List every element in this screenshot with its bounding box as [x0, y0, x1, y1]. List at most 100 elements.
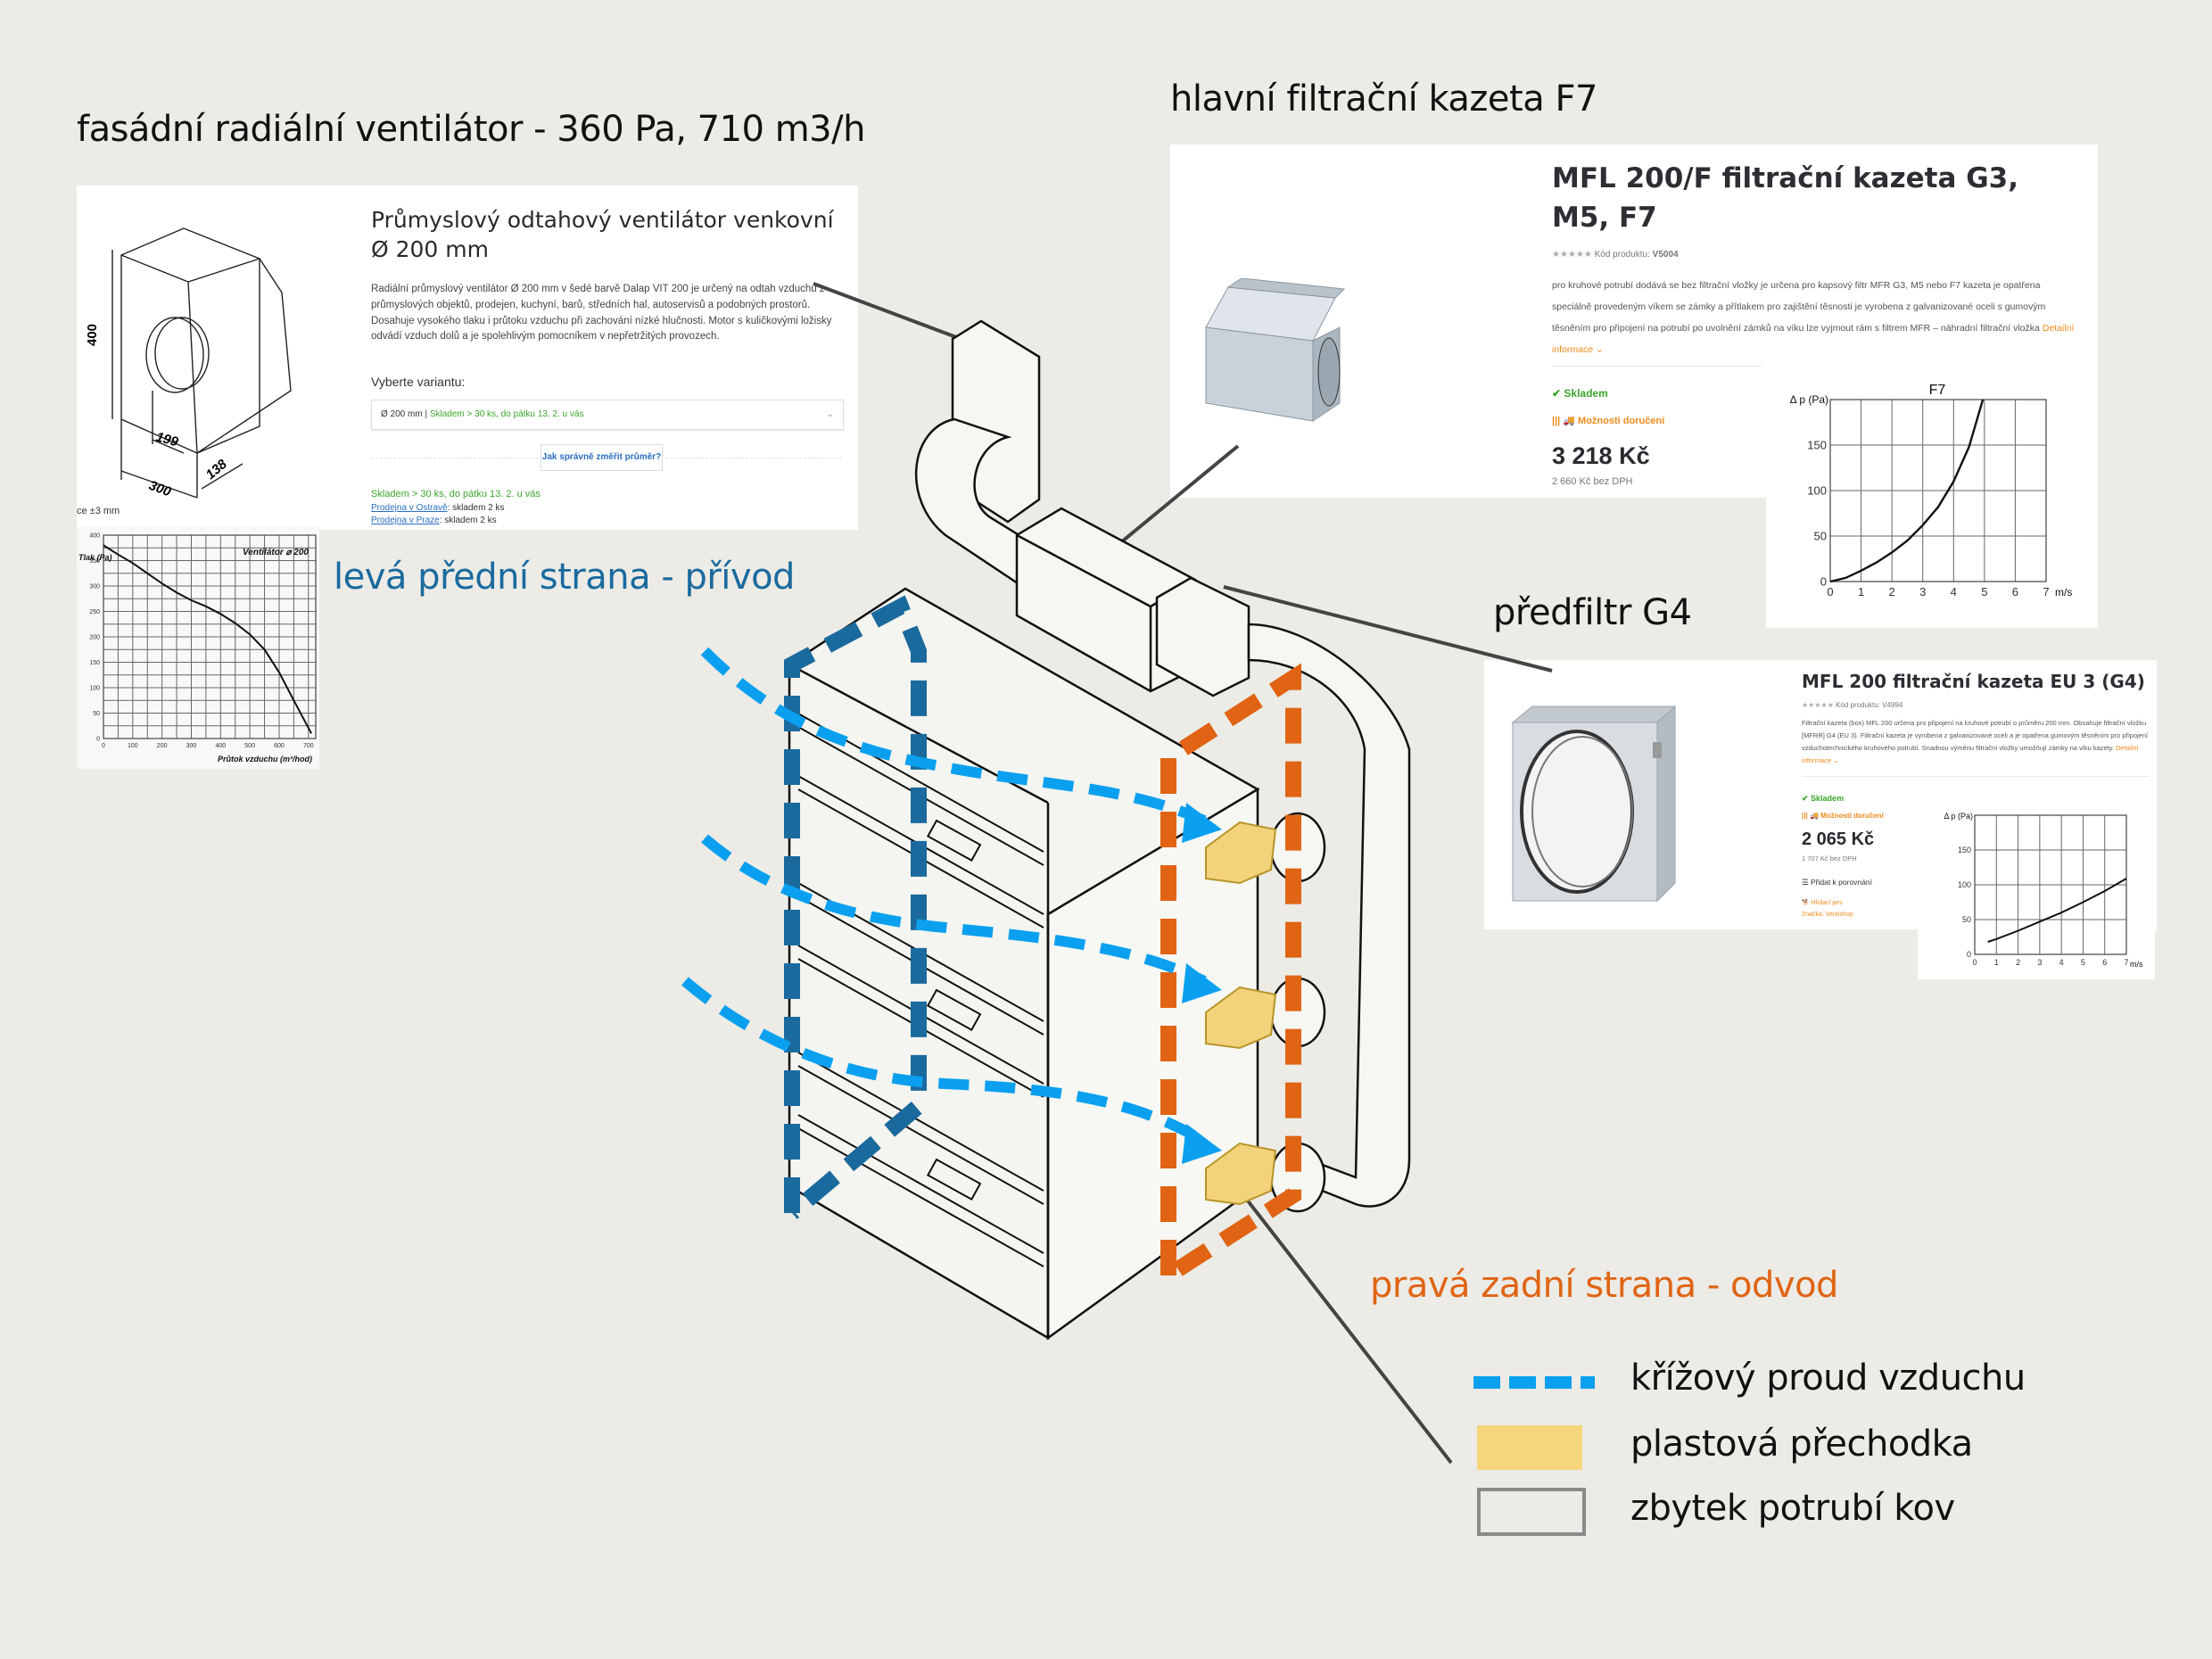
variant-select[interactable]: Ø 200 mm | Skladem > 30 ks, do pátku 13.… — [371, 400, 844, 430]
legend-grey-swatch — [1477, 1488, 1586, 1536]
legend-yellow-swatch — [1477, 1425, 1582, 1470]
y-tick-label: 250 — [89, 609, 100, 615]
y-axis-label: Δ p (Pa) — [1790, 393, 1828, 406]
left-side-label: levá přední strana - přívod — [334, 557, 795, 598]
chevron-down-icon: ⌄ — [826, 409, 834, 419]
y-tick-label: 100 — [1958, 880, 1971, 889]
fan-product-title: Průmyslový odtahový ventilátor venkovní … — [371, 207, 834, 262]
x-tick-label: 700 — [303, 743, 314, 749]
y-axis-label: Δ p (Pa) — [1944, 812, 1973, 821]
x-tick-label: 3 — [2037, 958, 2042, 967]
arrowhead-icon — [1182, 1124, 1222, 1164]
measure-diameter-button[interactable]: Jak správně změřit průměr? — [541, 444, 663, 471]
supply-side-outline — [784, 595, 927, 1219]
x-tick-label: 3 — [1919, 585, 1926, 598]
check-icon: ✔ — [1552, 387, 1564, 400]
g4-price: 2 065 Kč — [1802, 830, 1875, 849]
cabinet-drawing — [788, 587, 1260, 1341]
f7-price-ex-vat: 2 660 Kč bez DPH — [1552, 476, 1633, 487]
x-tick-label: 2 — [1889, 585, 1895, 598]
airflow-arrow-2 — [701, 834, 1207, 986]
plot-frame — [1829, 399, 2047, 582]
x-tick-label: 0 — [1827, 585, 1833, 598]
variant-label: Vyberte variantu: — [371, 375, 466, 389]
f7-product-title: MFL 200/F filtrační kazeta G3, M5, F7 — [1552, 162, 2018, 234]
x-tick-label: 400 — [215, 743, 226, 749]
y-tick-label: 150 — [89, 660, 100, 666]
x-tick-label: 600 — [274, 743, 285, 749]
f7-delivery-options[interactable]: ||| 🚚 Možnosti doručení — [1552, 416, 1665, 426]
x-tick-label: 6 — [2102, 958, 2107, 967]
dim-duct: 199 — [154, 429, 180, 450]
fan-dimension-drawing: 400 300 138 199 — [85, 227, 292, 500]
x-axis-label: m/s — [2055, 586, 2072, 598]
y-tick-label: 0 — [1820, 574, 1827, 588]
g4-prefilter-box — [1155, 576, 1250, 697]
airflow-arrows — [681, 647, 1208, 1147]
airflow-arrow-3 — [681, 977, 1208, 1147]
rating-stars-icon: ★★★★★ — [1552, 250, 1592, 260]
y-tick-label: 150 — [1958, 846, 1971, 854]
x-tick-label: 4 — [1951, 585, 1957, 598]
g4-delivery-options[interactable]: ||| 🚚 Možnosti doručení — [1802, 812, 1884, 820]
x-tick-label: 0 — [102, 743, 105, 749]
x-tick-label: 4 — [2059, 958, 2064, 967]
check-icon: ✔ — [1802, 794, 1812, 803]
g4-description: Filtrační kazeta (box) MFL 200 určena pr… — [1802, 719, 2149, 764]
g4-compare[interactable]: ☰ Přidat k porovnání — [1802, 878, 1872, 887]
arrowhead-icon — [1182, 963, 1222, 1003]
g4-product-card: MFL 200 filtrační kazeta EU 3 (G4) ★★★★★… — [1484, 660, 2157, 929]
exhaust-riser-duct — [1247, 623, 1411, 1208]
y-tick-label: 300 — [89, 583, 100, 590]
x-tick-label: 500 — [244, 743, 255, 749]
g4-rating-code: ★★★★★ Kód produktu: V4994 — [1802, 701, 1903, 709]
x-tick-label: 7 — [2124, 958, 2128, 967]
x-tick-label: 2 — [2016, 958, 2020, 967]
g4-details-link[interactable]: Detailní informace ⌄ — [1802, 744, 2139, 764]
x-tick-label: 1 — [1858, 585, 1864, 598]
y-tick-label: 50 — [1814, 529, 1827, 542]
arrowhead-icon — [1182, 803, 1222, 843]
g4-product-title: MFL 200 filtrační kazeta EU 3 (G4) — [1802, 671, 2145, 692]
store-praha-link[interactable]: Prodejna v Praze — [371, 516, 440, 525]
x-tick-label: 6 — [2012, 585, 2018, 598]
f7-rating-code: ★★★★★ Kód produktu: V5004 — [1552, 250, 1679, 260]
x-tick-label: 5 — [1981, 585, 1987, 598]
truck-icon: ||| 🚚 — [1802, 812, 1821, 820]
truck-icon: ||| 🚚 — [1552, 416, 1579, 426]
divider — [1802, 776, 2150, 777]
f7-details-link[interactable]: Detailní informace ⌄ — [1552, 323, 2075, 355]
rating-stars-icon: ★★★★★ — [1802, 701, 1834, 709]
g4-watchdog[interactable]: 🐕 Hlídací pes — [1802, 900, 1843, 906]
x-tick-label: 300 — [186, 743, 197, 749]
plastic-adapter — [1205, 1142, 1277, 1206]
dog-icon: 🐕 — [1802, 900, 1812, 906]
x-tick-label: 200 — [157, 743, 168, 749]
fan-box — [951, 319, 1041, 524]
tolerance-note: ce ±3 mm — [77, 506, 120, 516]
g4-price-ex-vat: 1 707 Kč bez DPH — [1802, 854, 1857, 863]
f7-filter-box-image — [1205, 278, 1346, 422]
dim-height: 400 — [85, 324, 100, 346]
plastic-adapter — [1205, 821, 1277, 885]
legend-dashed-swatch — [1473, 1376, 1595, 1389]
dim-depth: 138 — [203, 457, 231, 483]
divider — [1552, 366, 1762, 367]
store-ostrava: Prodejna v Ostravě: skladem 2 ks — [371, 503, 505, 513]
x-tick-label: 7 — [2043, 585, 2049, 598]
f7-stock: ✔ Skladem — [1552, 387, 1608, 400]
x-tick-label: 0 — [1972, 958, 1977, 967]
store-praha: Prodejna v Praze: skladem 2 ks — [371, 516, 497, 525]
right-side-label: pravá zadní strana - odvod — [1370, 1265, 1838, 1306]
cabinet-shelves — [797, 713, 1044, 1267]
y-tick-label: 400 — [89, 532, 100, 539]
airflow-arrow-1 — [700, 647, 1207, 826]
airflow-arrowheads — [1182, 803, 1222, 1164]
prefilter-label: předfiltr G4 — [1493, 592, 1692, 633]
store-ostrava-link[interactable]: Prodejna v Ostravě — [371, 503, 448, 513]
series-line — [1829, 399, 1985, 583]
